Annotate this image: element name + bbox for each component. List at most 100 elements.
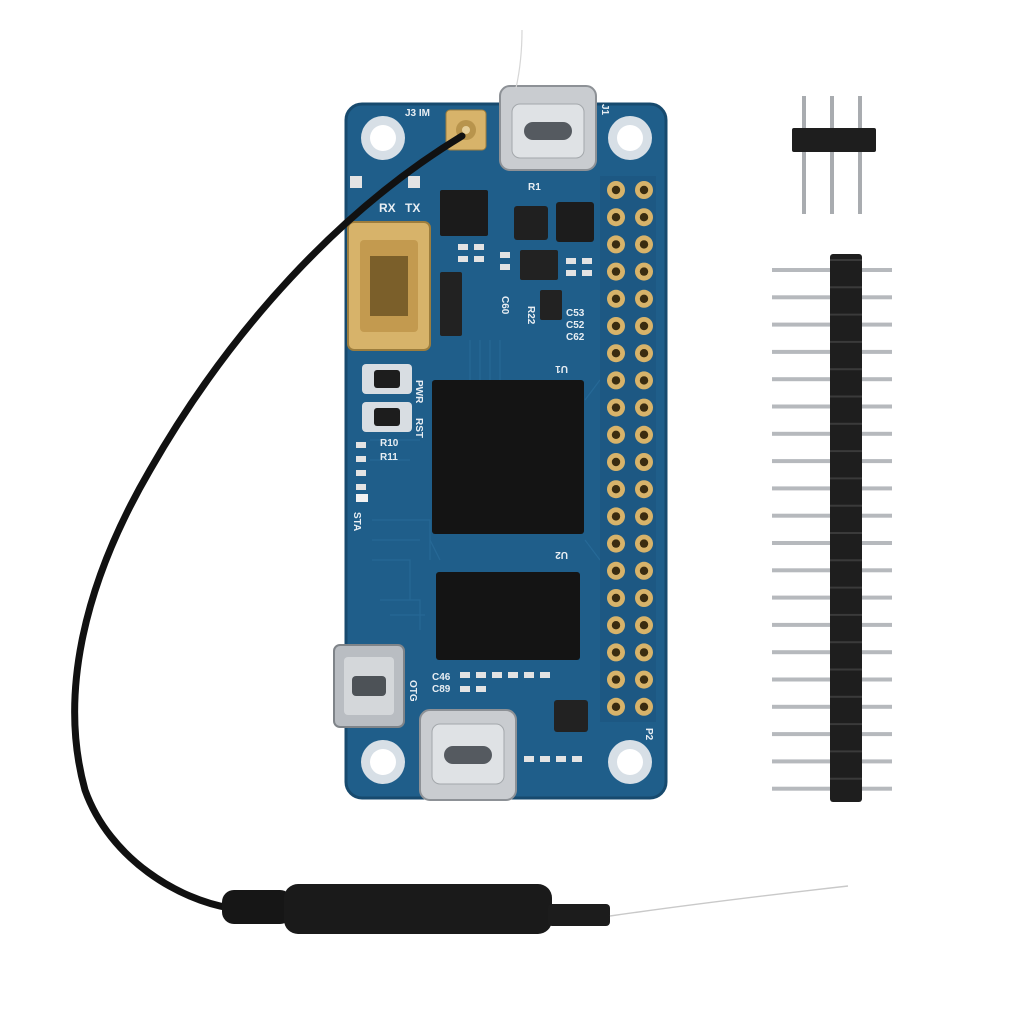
gpio-pad xyxy=(635,534,653,553)
gpio-pad xyxy=(635,561,653,580)
header-divider xyxy=(830,777,862,780)
header-divider xyxy=(830,613,862,616)
gpio-pad xyxy=(607,289,625,308)
soc-chip xyxy=(432,380,584,534)
wifi-chip xyxy=(440,190,488,236)
gpio-pad xyxy=(635,344,653,363)
header-divider xyxy=(830,750,862,753)
usb-c-port-top xyxy=(499,85,597,171)
silk-c60: C60 xyxy=(499,296,510,315)
gpio-pad xyxy=(607,453,625,471)
mounting-hole xyxy=(608,740,652,784)
silk-r11: R11 xyxy=(380,452,398,463)
smd-components xyxy=(350,176,592,762)
gpio-pad xyxy=(635,507,653,526)
gpio-pad xyxy=(607,262,625,281)
regulator-chip xyxy=(540,290,562,320)
gpio-pad xyxy=(607,371,625,390)
gpio-pad xyxy=(607,561,625,580)
gpio-pad xyxy=(635,371,653,390)
gpio-pad xyxy=(607,697,625,716)
gpio-pad xyxy=(607,670,625,689)
regulator-chip xyxy=(520,250,558,280)
header-divider xyxy=(830,368,862,371)
gpio-pad xyxy=(607,643,625,662)
header-divider xyxy=(830,286,862,289)
gpio-pad xyxy=(607,534,625,553)
gpio-pad xyxy=(607,480,625,499)
gpio-pad xyxy=(635,453,653,471)
gpio-pad xyxy=(635,289,653,308)
gpio-pad xyxy=(607,344,625,363)
gpio-pad xyxy=(635,643,653,662)
gpio-pad xyxy=(635,262,653,281)
rst-button xyxy=(362,402,412,432)
wifi-antenna xyxy=(71,29,849,934)
header-pin xyxy=(830,96,834,214)
memory-chip xyxy=(436,572,580,660)
header-pin xyxy=(858,96,862,214)
short-pin-header xyxy=(792,96,876,214)
status-led xyxy=(356,494,368,502)
silkscreen: J3 IM RX TX PWR RST STA OTG U1 U2 R1 J1 … xyxy=(351,104,654,741)
header-divider xyxy=(830,695,862,698)
silk-p2: P2 xyxy=(643,728,654,741)
gpio-pad xyxy=(635,208,653,227)
mini-hdmi-port xyxy=(347,221,431,351)
silk-j1: J1 xyxy=(599,104,610,116)
silk-ipex: J3 IM xyxy=(405,108,430,119)
gpio-header xyxy=(600,176,656,722)
silk-c62: C62 xyxy=(566,332,585,343)
gpio-pad xyxy=(635,589,653,607)
gpio-pad xyxy=(635,425,653,444)
header-pin xyxy=(802,96,806,214)
power-inductor xyxy=(556,202,594,242)
header-divider xyxy=(830,532,862,534)
header-divider xyxy=(830,586,862,589)
gpio-pad xyxy=(607,589,625,607)
gpio-pad xyxy=(607,208,625,227)
silk-c89: C89 xyxy=(432,684,451,695)
mounting-hole xyxy=(361,116,405,160)
header-divider xyxy=(830,450,862,453)
silk-tx: TX xyxy=(405,201,420,215)
pcb-traces xyxy=(370,340,601,630)
gpio-pad xyxy=(635,670,653,689)
header-divider xyxy=(830,313,862,316)
silk-rx: RX xyxy=(379,201,396,215)
header-divider xyxy=(830,340,862,343)
gpio-pad xyxy=(607,398,625,417)
gpio-pad xyxy=(635,480,653,499)
gpio-pad xyxy=(607,181,625,199)
gpio-pad xyxy=(607,317,625,335)
silk-sta: STA xyxy=(351,512,362,531)
gpio-pad xyxy=(635,697,653,716)
long-pin-header xyxy=(772,254,892,802)
gpio-pad xyxy=(635,235,653,254)
header-divider xyxy=(830,259,862,261)
gpio-pad xyxy=(607,616,625,635)
esd-chip xyxy=(440,272,462,336)
regulator-chip xyxy=(554,700,588,732)
gpio-pad xyxy=(607,507,625,526)
silk-r1: R1 xyxy=(528,182,541,193)
pcb-board: J3 IM RX TX PWR RST STA OTG U1 U2 R1 J1 … xyxy=(333,85,668,801)
silk-otg: OTG xyxy=(407,680,418,702)
gpio-pad xyxy=(635,181,653,199)
silk-pwr: PWR xyxy=(413,380,424,404)
header-divider xyxy=(830,559,862,562)
header-divider xyxy=(830,641,862,644)
header-divider xyxy=(830,422,862,425)
silk-c53: C53 xyxy=(566,308,585,319)
gpio-pad xyxy=(635,317,653,335)
header-divider xyxy=(830,668,862,671)
usb-c-port-bottom xyxy=(419,709,517,801)
silk-c46: C46 xyxy=(432,672,451,683)
silk-c52: C52 xyxy=(566,320,585,331)
mounting-hole xyxy=(361,740,405,784)
header-divider xyxy=(830,504,862,507)
mounting-hole xyxy=(608,116,652,160)
power-inductor xyxy=(514,206,548,240)
silk-rst: RST xyxy=(413,418,424,438)
